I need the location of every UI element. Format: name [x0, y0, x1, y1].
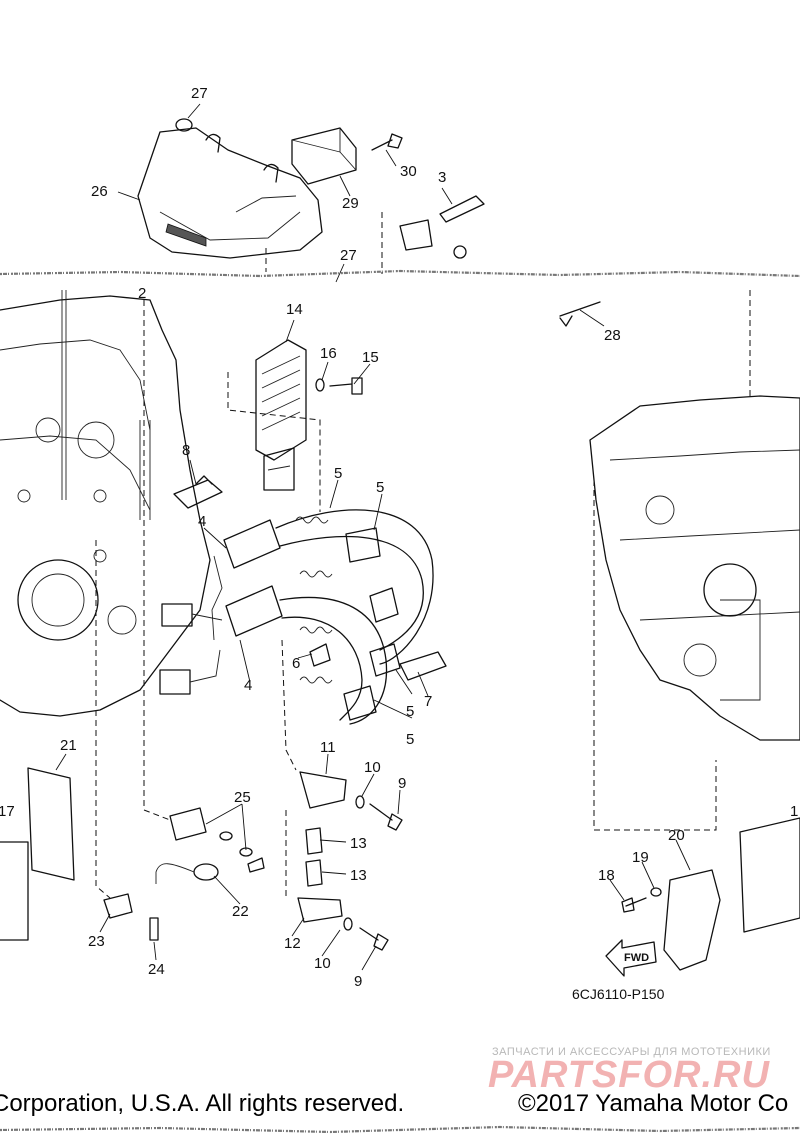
washer-16	[315, 378, 325, 392]
callout-label: 26	[91, 183, 108, 200]
callout-label: 24	[148, 961, 165, 978]
callout-label: 14	[286, 301, 303, 318]
bracket-11	[299, 771, 347, 809]
bolt-24	[149, 917, 159, 941]
callout-label: 4	[244, 677, 252, 694]
callout-label: 23	[88, 933, 105, 950]
callout-label: 18	[598, 867, 615, 884]
bracket-20	[663, 869, 721, 971]
ecm-1	[739, 817, 800, 933]
bolt-9a	[369, 803, 403, 831]
callout-numbers: 27 26 30 29 3 27 2 14 16 15 28 8 5 5 4 6…	[0, 85, 798, 990]
holder-7	[399, 651, 447, 681]
callout-label: 21	[60, 737, 77, 754]
rectifier-regulator	[255, 339, 307, 491]
watermark-subtitle: ЗАПЧАСТИ И АКСЕССУАРЫ ДЛЯ МОТОТЕХНИКИ	[492, 1046, 771, 1058]
callout-label: 11	[320, 739, 336, 756]
callout-label: 13	[350, 867, 367, 884]
callout-label: 12	[284, 935, 301, 952]
callout-label: 16	[320, 345, 337, 362]
callout-label: 5	[334, 465, 342, 482]
callout-label: 25	[234, 789, 251, 806]
bracket-3	[399, 195, 485, 259]
callout-label: 13	[350, 835, 367, 852]
bracket-21	[27, 767, 75, 881]
callout-label: 5	[406, 703, 414, 720]
callout-label: 19	[632, 849, 649, 866]
top-cover	[137, 127, 323, 259]
fwd-label: FWD	[624, 952, 649, 964]
callout-label: 5	[406, 731, 414, 748]
callout-label: 27	[340, 247, 357, 264]
clamp-28	[559, 301, 601, 327]
callout-label: 3	[438, 169, 446, 186]
engine-block-right	[589, 395, 800, 741]
clamp-6	[309, 643, 331, 667]
callout-label: 27	[191, 85, 208, 102]
callout-label: 10	[364, 759, 381, 776]
callout-label: 5	[376, 479, 384, 496]
relay-module	[291, 127, 357, 185]
callout-label: 1	[790, 803, 798, 820]
callout-label: 2	[138, 285, 146, 302]
bolt-9b	[359, 927, 389, 951]
drawing-code: 6CJ6110-P150	[572, 986, 665, 1002]
engine-block-left	[0, 290, 211, 717]
callout-label: 28	[604, 327, 621, 344]
clip-13a	[305, 827, 323, 855]
watermark-logo: PARTSFOR.RU	[488, 1054, 770, 1096]
assembly-guides	[95, 212, 751, 899]
bolt-30	[371, 133, 403, 151]
callout-label: 4	[198, 513, 206, 530]
bracket-23	[103, 893, 133, 919]
bolt-18	[621, 897, 647, 913]
callout-label: 29	[342, 195, 359, 212]
forward-direction-arrow: FWD	[605, 939, 657, 977]
bracket-12	[297, 897, 343, 923]
callout-label: 30	[400, 163, 417, 180]
callout-label: 8	[182, 442, 190, 459]
callout-label: 10	[314, 955, 331, 972]
callout-label: 20	[668, 827, 685, 844]
callout-label: 6	[292, 655, 300, 672]
washer-10a	[355, 795, 365, 809]
callout-label: 22	[232, 903, 249, 920]
callout-label: 9	[398, 775, 406, 792]
grommet-22	[155, 863, 219, 884]
ignition-coils	[159, 519, 283, 695]
callout-label: 9	[354, 973, 362, 990]
clip-13b	[305, 859, 323, 887]
washer-10b	[343, 917, 353, 931]
tear-line-top	[0, 269, 800, 278]
high-tension-cords	[275, 509, 434, 725]
callout-label: 17	[0, 803, 15, 820]
tear-line-bottom	[0, 1125, 800, 1134]
holder-8	[173, 475, 223, 509]
grommet-parts	[175, 118, 279, 183]
ecm-17	[0, 841, 29, 941]
callout-label: 15	[362, 349, 379, 366]
callout-label: 7	[424, 693, 432, 710]
copyright-left: Corporation, U.S.A. All rights reserved.	[0, 1090, 405, 1117]
leader-lines	[55, 103, 691, 971]
washer-19	[650, 887, 662, 897]
copyright-right: ©2017 Yamaha Motor Co	[518, 1090, 789, 1117]
